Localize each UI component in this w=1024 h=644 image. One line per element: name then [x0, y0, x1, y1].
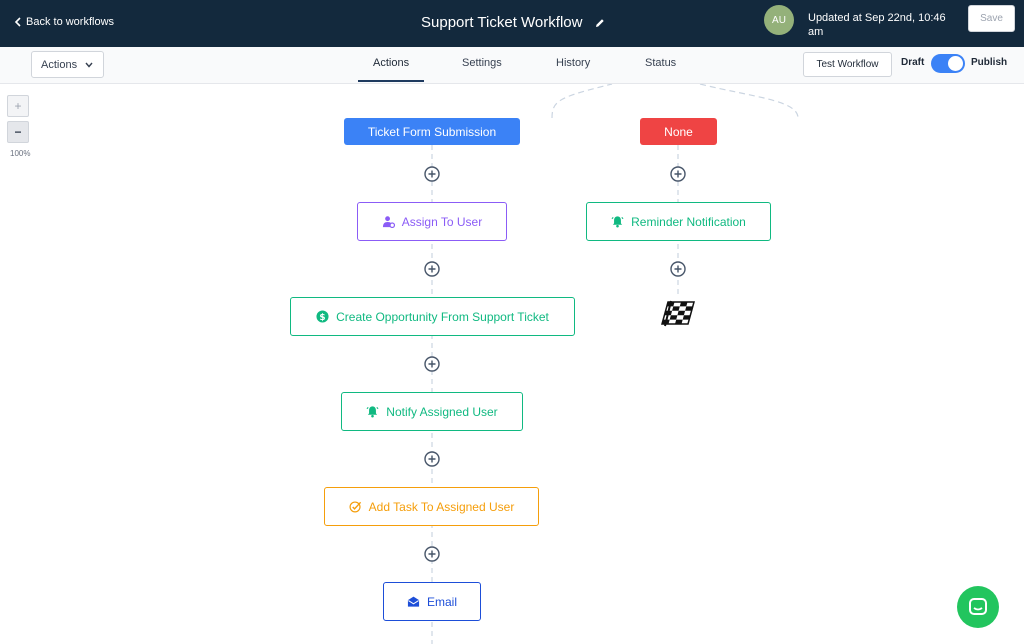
back-to-workflows-link[interactable]: Back to workflows — [14, 16, 114, 28]
workflow-toolbar: Actions Actions Settings History Status … — [0, 47, 1024, 84]
chat-support-button[interactable] — [957, 586, 999, 628]
action-add-task[interactable]: Add Task To Assigned User — [324, 487, 539, 526]
pencil-icon[interactable] — [594, 17, 606, 29]
action-notify-assigned-user[interactable]: Notify Assigned User — [341, 392, 523, 431]
bell-icon — [611, 216, 624, 228]
workflow-title: Support Ticket Workflow — [421, 14, 583, 31]
add-step-plus-icon[interactable] — [424, 261, 440, 277]
chat-icon — [969, 598, 987, 615]
tab-history[interactable]: History — [556, 57, 591, 69]
add-step-plus-icon[interactable] — [424, 166, 440, 182]
add-step-plus-icon[interactable] — [424, 451, 440, 467]
save-button[interactable]: Save — [968, 5, 1015, 32]
tab-settings[interactable]: Settings — [462, 57, 502, 69]
branch-curve — [551, 84, 799, 119]
finish-flag-icon — [661, 300, 695, 327]
trigger-none[interactable]: None — [640, 118, 717, 145]
node-label: Assign To User — [401, 214, 483, 229]
updated-timestamp: Updated at Sep 22nd, 10:46 am — [808, 12, 946, 38]
task-check-icon — [349, 501, 361, 513]
workflow-title-wrap: Support Ticket Workflow — [421, 14, 606, 31]
chevron-left-icon — [14, 17, 21, 27]
action-create-opportunity[interactable]: $ Create Opportunity From Support Ticket — [290, 297, 575, 336]
zoom-in-button[interactable]: + — [7, 95, 29, 117]
tab-actions[interactable]: Actions — [373, 57, 410, 69]
toggle-knob — [948, 56, 963, 71]
back-label: Back to workflows — [26, 16, 115, 28]
actions-dropdown-label: Actions — [41, 58, 78, 71]
dollar-icon: $ — [316, 310, 329, 323]
top-bar: Back to workflows Support Ticket Workflo… — [0, 0, 1024, 47]
bell-icon — [366, 406, 379, 418]
user-assign-icon — [382, 216, 395, 228]
node-label: Email — [426, 594, 457, 609]
publish-label: Publish — [971, 57, 1008, 68]
action-email[interactable]: Email — [383, 582, 481, 621]
mail-icon — [407, 596, 420, 607]
test-workflow-button[interactable]: Test Workflow — [803, 52, 892, 77]
add-step-plus-icon[interactable] — [670, 166, 686, 182]
node-label: Notify Assigned User — [386, 404, 498, 419]
add-step-plus-icon[interactable] — [670, 261, 686, 277]
publish-toggle[interactable] — [931, 54, 965, 73]
svg-text:$: $ — [320, 313, 326, 323]
chevron-down-icon — [85, 62, 93, 68]
add-step-plus-icon[interactable] — [424, 356, 440, 372]
active-tab-indicator — [358, 80, 424, 82]
draft-label: Draft — [901, 57, 925, 68]
workflow-connectors — [431, 84, 799, 644]
node-label: Add Task To Assigned User — [368, 499, 515, 514]
zoom-out-button[interactable]: − — [7, 121, 29, 143]
node-label: Reminder Notification — [631, 214, 746, 229]
tab-status[interactable]: Status — [645, 57, 677, 69]
zoom-level: 100% — [10, 149, 31, 158]
actions-dropdown[interactable]: Actions — [31, 51, 104, 78]
action-assign-to-user[interactable]: Assign To User — [357, 202, 507, 241]
node-label: Create Opportunity From Support Ticket — [336, 309, 549, 324]
action-reminder-notification[interactable]: Reminder Notification — [586, 202, 771, 241]
trigger-ticket-form-submission[interactable]: Ticket Form Submission — [344, 118, 520, 145]
add-step-plus-icon[interactable] — [424, 546, 440, 562]
avatar[interactable]: AU — [764, 5, 794, 35]
